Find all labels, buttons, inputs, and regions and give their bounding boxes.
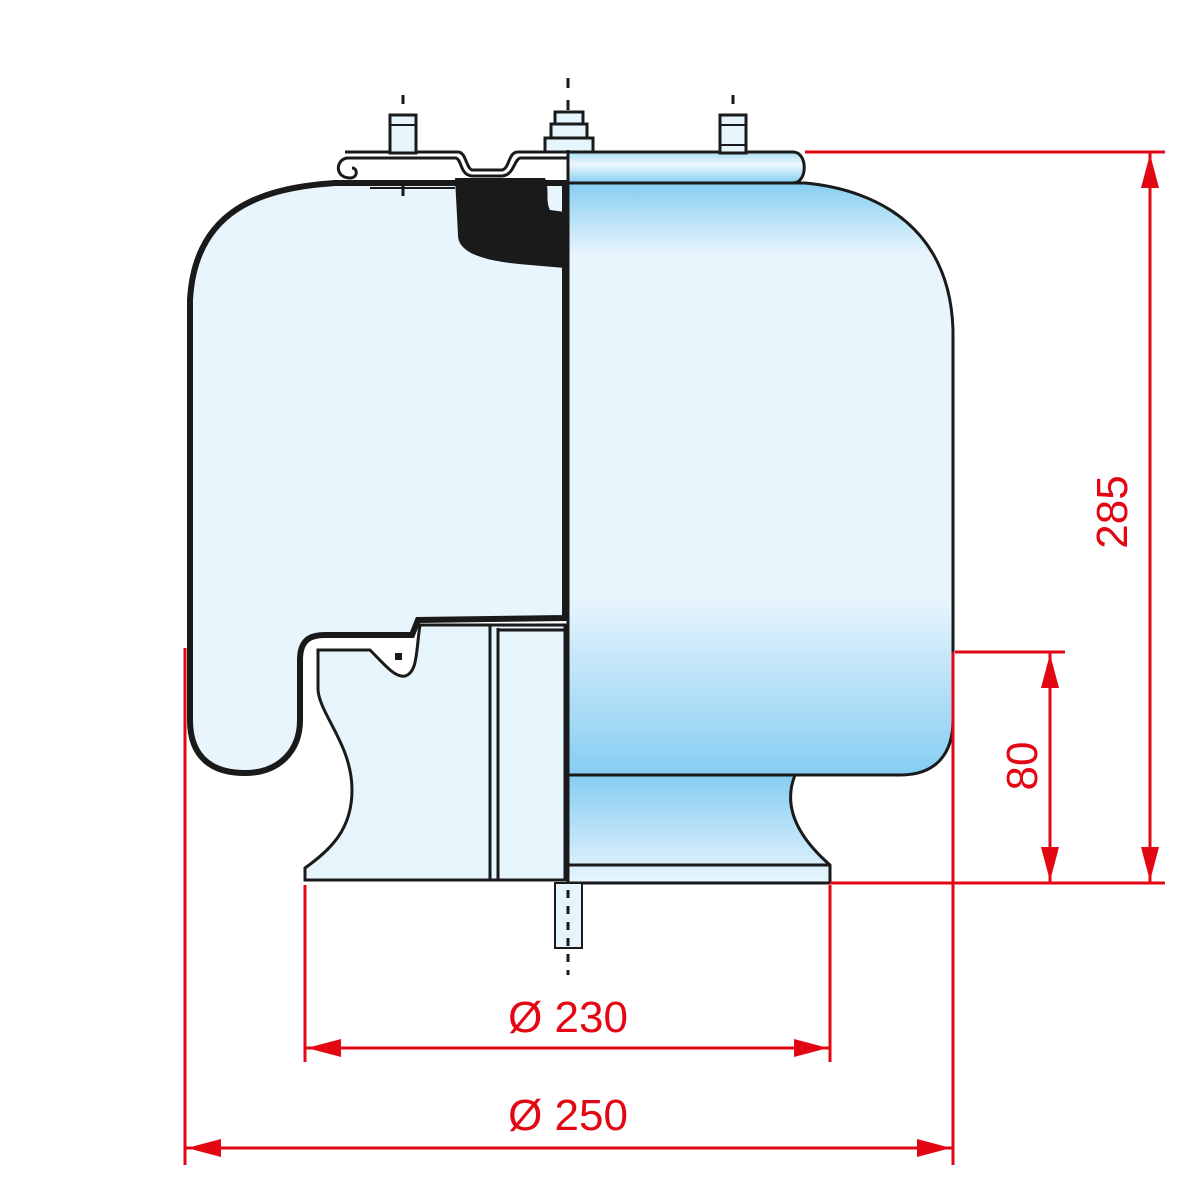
dimension-height-piston: 80 — [955, 650, 1065, 883]
piston-exterior — [566, 773, 832, 885]
dimension-label-285: 285 — [1088, 475, 1137, 548]
bead-core-section — [455, 178, 565, 268]
dimension-diameter-piston: Ø 230 — [303, 885, 832, 1062]
dimension-height-total: 285 — [805, 150, 1165, 885]
top-bead-exterior — [566, 150, 806, 185]
bolt-right — [718, 95, 748, 155]
section-view-left-half — [187, 78, 595, 882]
dimension-label-250: Ø 250 — [508, 1091, 628, 1140]
bottom-stud — [554, 882, 583, 975]
bellows-section — [187, 180, 568, 777]
dimension-label-230: Ø 230 — [508, 993, 628, 1042]
piston-section — [303, 623, 567, 882]
dimension-label-80: 80 — [998, 742, 1047, 791]
dimension-diameter-bellows: Ø 250 — [183, 648, 955, 1165]
top-plate-section — [336, 150, 570, 180]
bolt-left — [388, 95, 418, 196]
piston-square-hole — [395, 653, 402, 660]
bellows-exterior — [566, 181, 955, 777]
exterior-view-right-half — [566, 95, 955, 885]
air-fitting-center — [543, 78, 595, 154]
